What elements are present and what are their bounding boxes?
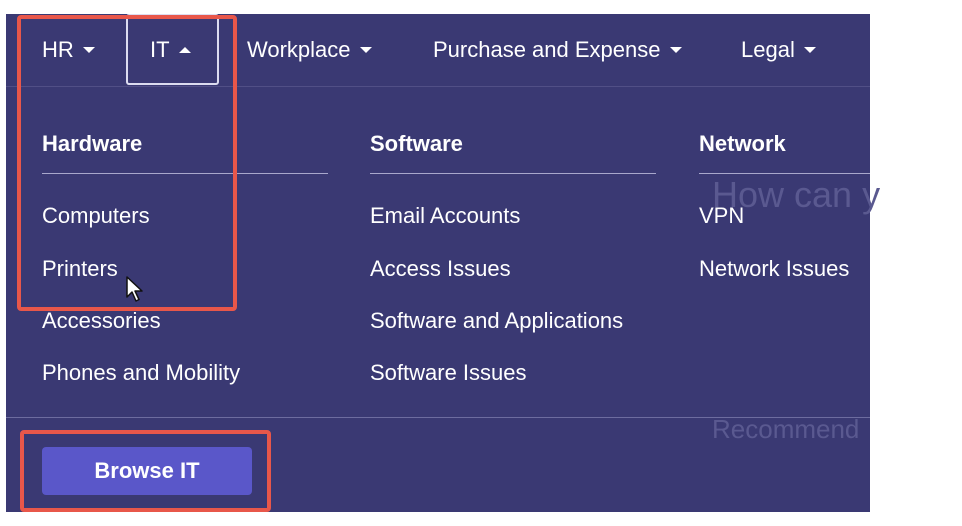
menu-link-software-and-applications[interactable]: Software and Applications: [370, 308, 624, 333]
column-heading-hardware: Hardware: [42, 131, 143, 156]
nav-item-it[interactable]: IT: [150, 14, 191, 86]
nav-item-workplace-label: Workplace: [247, 37, 351, 62]
background-heading-text: How can y: [712, 174, 881, 215]
menu-link-software-issues[interactable]: Software Issues: [370, 360, 527, 385]
menu-link-vpn[interactable]: VPN: [699, 203, 745, 228]
menu-link-printers[interactable]: Printers: [42, 256, 118, 281]
chevron-down-icon: [82, 47, 95, 53]
menu-link-computers[interactable]: Computers: [42, 203, 150, 228]
menu-link-network-issues[interactable]: Network Issues: [699, 256, 850, 281]
chevron-down-icon: [669, 47, 682, 53]
column-divider: [42, 173, 328, 174]
menu-link-email-accounts[interactable]: Email Accounts: [370, 203, 521, 228]
top-nav: HR IT Workplace Purchase and Expense Leg…: [6, 14, 870, 87]
chevron-down-icon: [359, 47, 372, 53]
nav-item-it-label: IT: [150, 37, 170, 62]
nav-item-legal-label: Legal: [741, 37, 795, 62]
menu-link-access-issues[interactable]: Access Issues: [370, 256, 511, 281]
chevron-up-icon: [178, 47, 191, 53]
nav-item-purchase-and-expense[interactable]: Purchase and Expense: [433, 14, 682, 86]
footer-divider: [6, 417, 870, 418]
column-heading-software: Software: [370, 131, 463, 156]
browse-it-button[interactable]: Browse IT: [42, 447, 252, 495]
nav-item-purchase-and-expense-label: Purchase and Expense: [433, 37, 661, 62]
column-heading-network: Network: [699, 131, 786, 156]
menu-link-accessories[interactable]: Accessories: [42, 308, 161, 333]
menu-link-phones-and-mobility[interactable]: Phones and Mobility: [42, 360, 241, 385]
nav-item-hr-label: HR: [42, 37, 74, 62]
background-section-text: Recommend: [712, 414, 860, 444]
nav-item-legal[interactable]: Legal: [741, 14, 816, 86]
it-mega-menu: How can y Recommend HR IT Workplace Purc…: [6, 14, 880, 512]
mouse-pointer-icon: [126, 276, 143, 302]
column-divider: [699, 173, 870, 174]
column-divider: [370, 173, 656, 174]
nav-item-workplace[interactable]: Workplace: [247, 14, 372, 86]
nav-item-hr[interactable]: HR: [42, 14, 95, 86]
chevron-down-icon: [803, 47, 816, 53]
